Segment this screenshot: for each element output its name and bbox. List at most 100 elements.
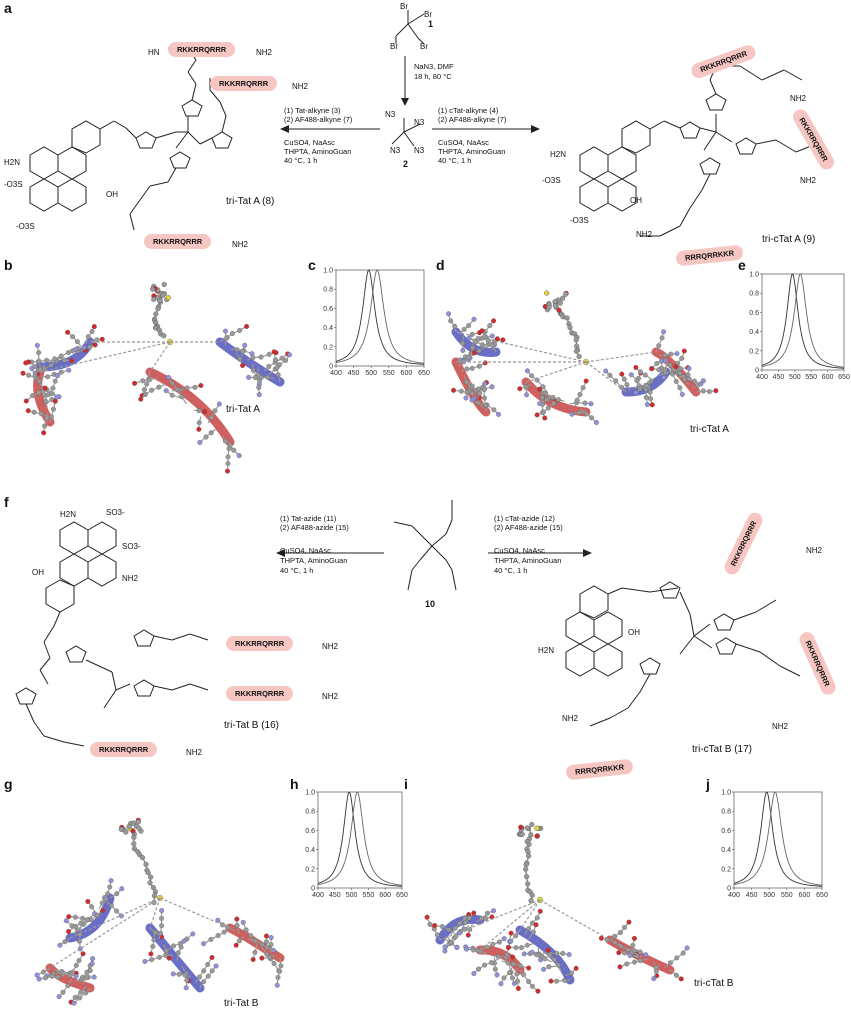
- atom: [674, 351, 680, 357]
- atom: [500, 337, 506, 343]
- atom: [84, 917, 90, 923]
- atom: [494, 336, 500, 342]
- right-condition-1: (1) cTat-alkyne (4): [438, 106, 499, 115]
- spectrum-series-line: [335, 269, 425, 364]
- f-right-condition-1: (1) cTat-azide (12): [494, 514, 555, 523]
- f-left-condition-6: 40 °C, 1 h: [280, 566, 314, 575]
- linker-bond: [455, 331, 587, 363]
- dye-atom: [544, 290, 550, 296]
- br-label-4: Br: [420, 42, 428, 51]
- panel-label-a: a: [4, 0, 12, 16]
- atom: [250, 367, 256, 373]
- nh2-label-ca-3: NH2: [636, 230, 653, 239]
- atom: [201, 941, 207, 947]
- peptide-tat-b-3: RKKRRQRRR: [90, 742, 158, 757]
- nh2-label-b-dye: NH2: [122, 574, 139, 583]
- atom: [546, 964, 552, 970]
- h2n-label-a: H2N: [4, 158, 21, 167]
- atom: [140, 378, 146, 384]
- panel-label-e: e: [738, 257, 746, 273]
- reaction-arrow-f-left: [276, 549, 384, 557]
- atom: [576, 353, 582, 360]
- step1-condition-2: 18 h, 80 °C: [414, 72, 452, 81]
- x-tick-label: 400: [756, 374, 768, 381]
- x-tick-label: 650: [838, 374, 850, 381]
- atom: [508, 930, 514, 936]
- model-tri-ctat-b: [424, 821, 690, 994]
- spectrum-frame: [335, 269, 425, 367]
- dye-atom: [126, 823, 132, 830]
- spectrum-frame: [733, 791, 823, 889]
- spectrum-series-line: [317, 791, 403, 886]
- atom: [541, 966, 547, 972]
- atom: [240, 919, 246, 925]
- y-tick-label: 1.0: [749, 272, 759, 279]
- atom: [673, 364, 679, 370]
- hn-label-a: HN: [148, 48, 160, 57]
- atom: [268, 935, 274, 941]
- model-tri-tat-a: [20, 281, 292, 474]
- y-tick-label: 0: [755, 368, 759, 375]
- y-tick-label: 0.6: [749, 310, 759, 317]
- atom: [545, 947, 551, 953]
- peptide-tat-a-1: RKKRRQRRR: [168, 42, 236, 57]
- atom: [555, 397, 561, 403]
- atom: [55, 373, 61, 379]
- atom: [26, 359, 31, 365]
- atom: [92, 342, 98, 348]
- atom: [491, 908, 497, 914]
- atom: [424, 914, 430, 920]
- dye-atom: [534, 833, 540, 839]
- dye-atom: [160, 292, 166, 298]
- h2n-label-cb: H2N: [538, 646, 555, 655]
- linker-bond: [149, 341, 171, 373]
- atom: [171, 943, 177, 949]
- atom: [535, 952, 541, 958]
- atom: [547, 952, 553, 958]
- nh2-label-cb-1: NH2: [806, 546, 823, 555]
- atom: [489, 333, 495, 339]
- dye-atom: [136, 825, 142, 831]
- linker-bond: [519, 899, 541, 931]
- dye-atom: [518, 824, 524, 830]
- atom: [466, 335, 472, 341]
- tri-ctat-a-structure: [579, 65, 817, 237]
- atom: [442, 948, 448, 954]
- product-label-tri-tat-b: tri-Tat B (16): [224, 720, 280, 731]
- tri-tat-b-structure: [15, 521, 209, 747]
- y-tick-label: 0.2: [323, 344, 333, 351]
- atom: [540, 409, 546, 415]
- br-label-2: Br: [424, 10, 432, 19]
- tri-tat-a-structure: [29, 47, 233, 231]
- atom: [66, 367, 72, 373]
- atom: [673, 378, 679, 384]
- x-tick-label: 650: [418, 370, 430, 377]
- x-tick-label: 600: [799, 892, 811, 899]
- dye-atom: [135, 819, 141, 825]
- atom: [100, 908, 106, 914]
- atom: [250, 957, 256, 962]
- atom: [509, 975, 515, 981]
- atom: [537, 401, 543, 407]
- atom: [159, 908, 165, 914]
- peptide-tat-b-1: RKKRRQRRR: [226, 636, 294, 651]
- so3-label-ca-1: -O3S: [542, 176, 561, 185]
- model-tri-ctat-a: [446, 290, 719, 426]
- peptide-ribbon: [651, 347, 701, 397]
- atom: [482, 381, 488, 387]
- atom: [234, 916, 240, 922]
- dye-atom: [161, 281, 167, 288]
- atom: [85, 899, 91, 904]
- atom: [593, 420, 599, 426]
- atom: [454, 945, 460, 951]
- atom: [542, 415, 548, 421]
- atom: [271, 349, 277, 355]
- f-left-condition-4: CuSO4, NaAsc: [280, 546, 331, 555]
- n3-label-4: N3: [414, 146, 425, 155]
- atom: [679, 391, 685, 397]
- y-tick-label: 0.8: [721, 809, 731, 816]
- y-tick-label: 1.0: [721, 790, 731, 797]
- y-tick-label: 0.6: [323, 306, 333, 313]
- right-condition-5: THPTA, AminoGuan: [438, 147, 506, 156]
